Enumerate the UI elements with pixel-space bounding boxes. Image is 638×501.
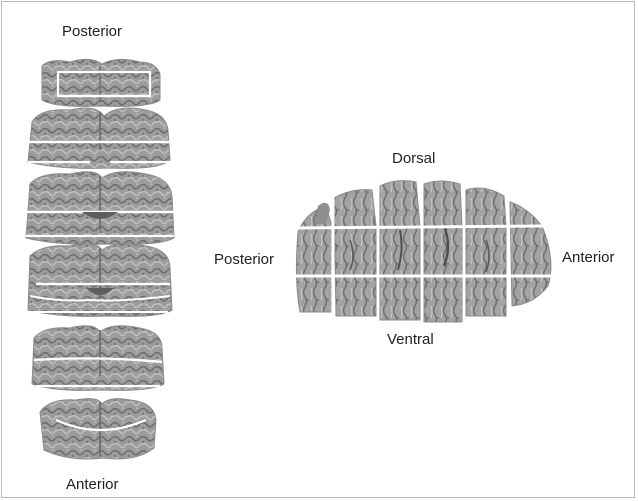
right-left-label: Posterior — [214, 252, 274, 267]
coronal-slice-6 — [40, 399, 156, 459]
coronal-slice-5 — [32, 326, 164, 391]
sagittal-slice-grid — [294, 178, 552, 324]
coronal-slice-1 — [42, 59, 160, 106]
right-bottom-label: Ventral — [387, 332, 434, 347]
left-bottom-label: Anterior — [66, 477, 119, 492]
coronal-slice-2 — [28, 108, 170, 168]
right-top-label: Dorsal — [392, 151, 435, 166]
right-right-label: Anterior — [562, 250, 615, 265]
coronal-slice-3 — [26, 172, 174, 245]
coronal-slice-4 — [28, 244, 172, 317]
left-top-label: Posterior — [62, 24, 122, 39]
coronal-slice-stack — [26, 59, 174, 459]
